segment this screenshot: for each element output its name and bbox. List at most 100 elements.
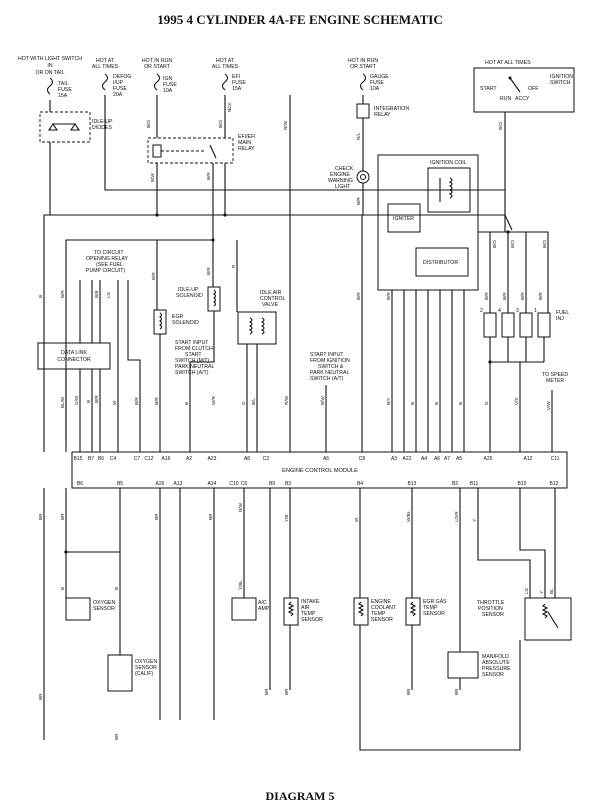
idle-air-control-valve: IDLE AIR CONTROL VALVE bbox=[237, 290, 285, 345]
intake-air-temp-label: SENSOR bbox=[301, 617, 323, 623]
wire-label: B/R bbox=[206, 267, 211, 275]
egr-gas-temp-label: TEMP bbox=[423, 605, 438, 611]
fuel-injectors: 2 4 3 1 FUEL INJ bbox=[480, 308, 569, 338]
solenoid-coil bbox=[213, 289, 217, 307]
idle-up-diodes-box bbox=[39, 111, 91, 143]
ecm-pin-label: B10 bbox=[518, 481, 527, 487]
wire-label: G/W bbox=[74, 395, 79, 405]
igniter-box bbox=[387, 203, 421, 233]
ignition-pos-off: OFF bbox=[528, 86, 538, 92]
wire-label: BR bbox=[154, 513, 159, 520]
wire-coolant bbox=[359, 488, 521, 751]
egr-solenoid-label: SOLENOID bbox=[172, 320, 199, 326]
manifold-pressure-sensor: MANIFOLD ABSOLUTE PRESSURE SENSOR bbox=[447, 651, 511, 679]
wire-label: B bbox=[114, 587, 119, 590]
ecm-pin-label: A2 bbox=[186, 456, 192, 462]
fuse-symbol bbox=[101, 73, 109, 91]
tps-box bbox=[524, 597, 572, 641]
wire-label: B/W bbox=[320, 396, 325, 405]
wire-label: B bbox=[434, 402, 439, 405]
wire-label: W bbox=[354, 517, 359, 522]
wire-label: BR bbox=[284, 688, 289, 695]
integration-relay: INTEGRATION RELAY bbox=[356, 103, 409, 119]
wire-label: R/W bbox=[238, 502, 243, 512]
potentiometer-icon bbox=[541, 603, 549, 619]
wire-label: BR bbox=[264, 688, 269, 695]
circuit-opening-label: (SEE FUEL bbox=[96, 262, 123, 268]
circuit-opening-label: PUMP CIRCUIT) bbox=[86, 268, 125, 274]
wire-label: B/O bbox=[498, 122, 503, 130]
junction-dot bbox=[211, 238, 215, 242]
ecm-pin-label: A22 bbox=[403, 456, 412, 462]
junction-dot bbox=[155, 213, 159, 217]
ign-start-label: SWITCH & bbox=[318, 364, 344, 370]
idle-up-solenoid-label: SOLENOID bbox=[176, 293, 203, 299]
main-relay-label: EFI/EFI bbox=[238, 134, 256, 140]
wire-label: B/L bbox=[251, 398, 256, 405]
ecm-pin-label: C10 bbox=[229, 481, 238, 487]
injector-number: 1 bbox=[534, 308, 537, 314]
solenoid-coil bbox=[159, 312, 163, 330]
circuit-opening-label: TO CIRCUIT bbox=[94, 250, 124, 256]
ecm-pin-label: C6 bbox=[241, 481, 248, 487]
wire-label: LG/R bbox=[454, 511, 459, 522]
wire-label: LG bbox=[524, 587, 529, 594]
fuse-gauge-line: FUSE bbox=[370, 80, 384, 86]
wire-ac-amp bbox=[243, 488, 271, 690]
idle-up-diodes-label: DIODES bbox=[92, 125, 112, 131]
diode-icon bbox=[47, 123, 59, 131]
throttle-position-sensor: THROTTLE POSITION SENSOR bbox=[477, 597, 572, 641]
ecm-pin-label: C4 bbox=[110, 456, 117, 462]
wire-ecm-stubs bbox=[43, 440, 553, 452]
wire-label: B bbox=[60, 587, 65, 590]
distributor-box bbox=[415, 247, 469, 277]
ecm-pin-label: A12 bbox=[524, 456, 533, 462]
fuse-efi-line: ALL TIMES bbox=[212, 64, 239, 70]
wire-main-br bbox=[65, 163, 214, 440]
idle-up-diodes: IDLE-UP DIODES bbox=[39, 111, 113, 143]
wire-label: B/R bbox=[151, 272, 156, 280]
wire-label: B/Y bbox=[386, 398, 391, 405]
junctions bbox=[64, 213, 510, 554]
ecm-pin-label: A25 bbox=[484, 456, 493, 462]
fuse-tail-line: 15A bbox=[58, 93, 68, 99]
coolant-temp-sensor: ENGINE COOLANT TEMP SENSOR bbox=[353, 597, 397, 626]
ignition-switch-header: HOT AT ALL TIMES bbox=[485, 60, 531, 66]
fuse-tail-line: TAIL bbox=[58, 81, 69, 87]
wire-label: W/BL bbox=[406, 510, 411, 522]
data-link-connector: DATA LINK CONNECTOR bbox=[37, 342, 111, 370]
ac-amp-label: A/C bbox=[258, 600, 267, 606]
oxygen-sensor-calif-label: SENSOR bbox=[135, 665, 157, 671]
main-relay-label: RELAY bbox=[238, 146, 255, 152]
check-engine-light: CHECK ENGINE WARNING LIGHT bbox=[328, 166, 370, 190]
wire-label: B/R bbox=[94, 395, 99, 403]
wire-inj-out bbox=[489, 337, 545, 440]
tps-wiper bbox=[547, 611, 559, 629]
injector-number: 3 bbox=[516, 308, 519, 314]
fuse-tail-line: HOT WITH LIGHT SWITCH bbox=[18, 56, 82, 62]
fuse-tail-line: IN bbox=[47, 63, 52, 69]
efi-main-relay: EFI/EFI MAIN RELAY bbox=[147, 134, 256, 164]
intake-air-temp-label: INTAKE bbox=[301, 599, 320, 605]
ecm-pin-label: B15 bbox=[74, 456, 83, 462]
fuse-gauge-line: OR START bbox=[350, 64, 377, 70]
fuse-ign-line: HOT IN RUN bbox=[142, 58, 172, 64]
clutch-start-label: FROM CLUTCH bbox=[175, 346, 213, 352]
wire-label: B bbox=[458, 402, 463, 405]
fuse-tail-line: OR ON TAIL bbox=[36, 70, 65, 76]
ecm-pin-label: A7 bbox=[444, 456, 450, 462]
wire-top-rail bbox=[43, 214, 513, 440]
fuel-inj-label: INJ bbox=[556, 316, 564, 322]
wire-label: B/R bbox=[356, 197, 361, 205]
wire-label: BR bbox=[38, 693, 43, 700]
ac-amp-label: AMP bbox=[258, 606, 270, 612]
ecm-pin-label: B3 bbox=[285, 481, 291, 487]
fuse-gauge-line: 10A bbox=[370, 86, 380, 92]
ign-start-note: START INPUT FROM IGNITION SWITCH & PARK … bbox=[310, 352, 350, 382]
oxygen-sensor-calif-label: OXYGEN bbox=[135, 659, 157, 665]
wire-label: LG bbox=[106, 291, 111, 298]
intake-air-temp-sensor: INTAKE AIR TEMP SENSOR bbox=[283, 597, 323, 626]
ignition-pos-start: START bbox=[480, 86, 497, 92]
wire-label: B bbox=[184, 402, 189, 405]
